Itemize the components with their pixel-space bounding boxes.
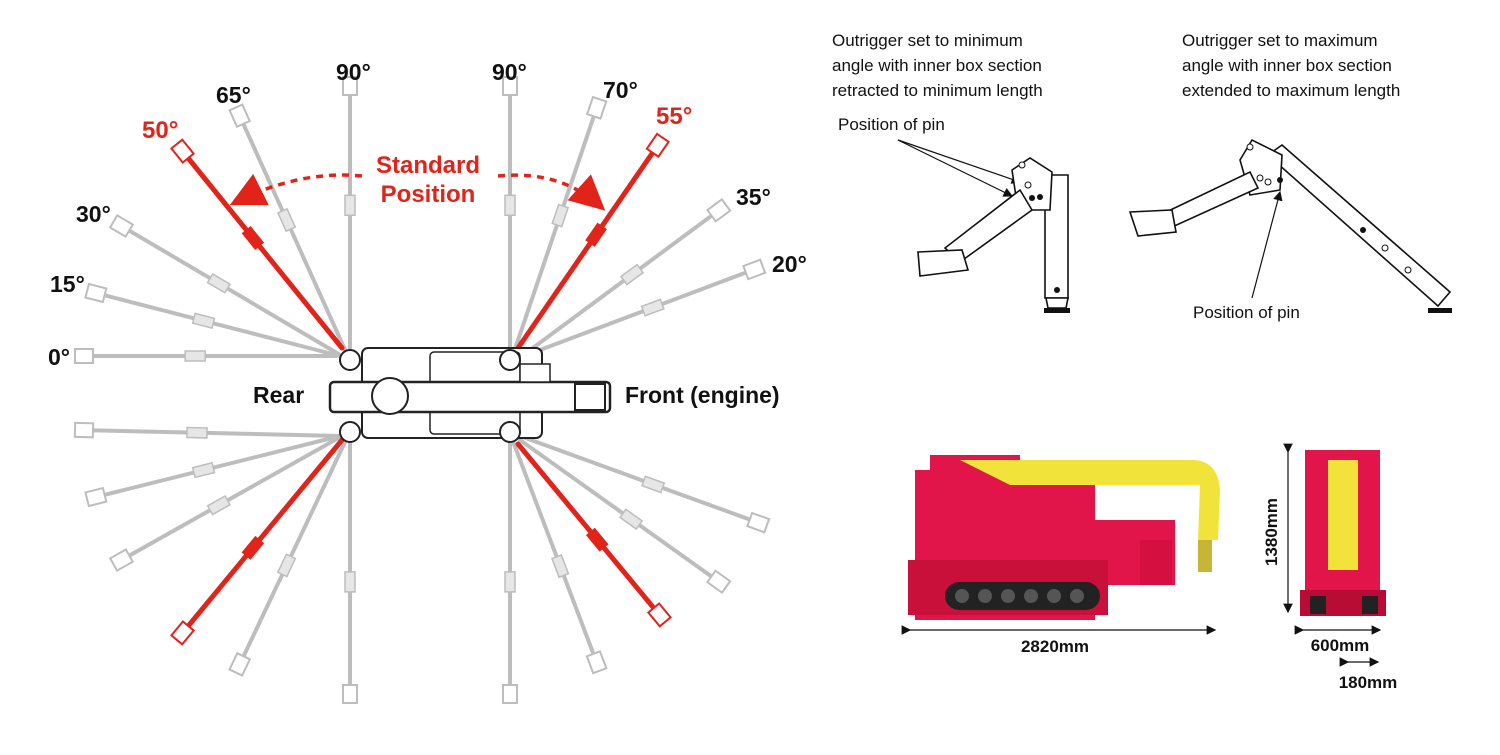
outrigger-pad	[645, 132, 670, 159]
outrigger-arm-standard	[177, 145, 345, 351]
angle-label-rear-30: 30°	[76, 201, 111, 227]
outrigger-pad	[705, 569, 732, 594]
outrigger-arm	[236, 438, 348, 670]
outrigger-pad	[170, 138, 196, 164]
standard-position-arrow	[497, 173, 606, 211]
outrigger-pad	[502, 684, 518, 704]
outrigger-cylinder	[504, 571, 516, 593]
outrigger-arm-standard	[177, 437, 345, 639]
outrigger-cylinder	[619, 263, 645, 286]
outrigger-cylinder	[585, 527, 609, 552]
angle-label-rear-0: 0°	[48, 344, 70, 370]
outrigger-min-diagram: Outrigger set to minimum angle with inne…	[832, 31, 1070, 313]
outrigger-pad	[74, 348, 94, 364]
angle-label-rear-65: 65°	[216, 82, 251, 108]
outrigger-pad	[170, 620, 196, 646]
outrigger-max-pin-label: Position of pin	[1193, 303, 1300, 322]
standard-position-arrow	[229, 173, 363, 206]
angle-label-front-90: 90°	[492, 59, 527, 85]
outrigger-cylinder	[585, 222, 607, 247]
angle-label-rear-50: 50°	[142, 117, 178, 144]
crane-side-view: 2820mm	[901, 455, 1220, 656]
outrigger-cylinder	[206, 495, 231, 516]
outrigger-pad	[342, 76, 358, 96]
outrigger-cylinder	[619, 508, 644, 531]
outrigger-cylinder	[344, 194, 356, 217]
outrigger-cylinder	[641, 475, 666, 494]
outrigger-arm	[520, 206, 724, 358]
outrigger-arm	[116, 434, 344, 564]
outrigger-pad	[705, 198, 732, 223]
standard-position-label-1: Standard	[376, 152, 480, 179]
outrigger-arm	[512, 102, 600, 354]
outrigger-arm	[236, 110, 348, 354]
outrigger-min-pin-label: Position of pin	[838, 115, 945, 134]
outrigger-cylinder	[191, 312, 216, 330]
outrigger-cylinder	[206, 272, 231, 294]
outrigger-max-caption-3: extended to maximum length	[1182, 81, 1400, 100]
outrigger-pad	[646, 602, 672, 628]
outrigger-max-caption-1: Outrigger set to maximum	[1182, 31, 1378, 50]
angle-label-rear-15: 15°	[50, 271, 85, 297]
outrigger-arm	[518, 434, 764, 526]
outrigger-pad	[73, 421, 95, 439]
outrigger-arm-standard	[515, 441, 665, 621]
angle-label-front-70: 70°	[603, 77, 638, 103]
front-label: Front (engine)	[625, 382, 780, 408]
outrigger-pad	[108, 214, 135, 238]
outrigger-pad	[746, 511, 771, 534]
outrigger-max-diagram: Outrigger set to maximum angle with inne…	[1128, 31, 1452, 322]
outrigger-pad	[84, 486, 108, 508]
outrigger-cylinder	[184, 350, 206, 362]
angle-label-front-35: 35°	[736, 184, 771, 210]
outrigger-pad	[108, 548, 135, 572]
angle-label-front-55: 55°	[656, 103, 692, 130]
outrigger-pad	[228, 103, 252, 129]
rear-label: Rear	[253, 382, 304, 408]
outrigger-pad	[228, 651, 252, 677]
height-dimension: 1380mm	[1262, 498, 1281, 566]
outrigger-arm-standard	[515, 139, 663, 351]
length-dimension: 2820mm	[1021, 637, 1089, 656]
outrigger-cylinder	[276, 553, 297, 578]
outrigger-arm	[90, 434, 342, 500]
outrigger-position-diagram: Standard Position Rear Front (engine) 90…	[48, 59, 807, 704]
outrigger-cylinder	[551, 203, 570, 228]
outrigger-cylinder	[551, 554, 570, 579]
outrigger-cylinder	[191, 461, 216, 479]
outrigger-arm	[116, 222, 344, 358]
outrigger-min-caption-2: angle with inner box section	[832, 56, 1042, 75]
outrigger-pad	[502, 76, 518, 96]
outrigger-pad	[585, 95, 608, 120]
outrigger-cylinder	[504, 194, 516, 217]
outrigger-max-caption-2: angle with inner box section	[1182, 56, 1392, 75]
outrigger-cylinder	[241, 535, 265, 560]
outrigger-cylinder	[276, 207, 297, 233]
angle-label-rear-90: 90°	[336, 59, 371, 85]
outrigger-cylinder	[241, 226, 265, 250]
outrigger-cylinder	[640, 298, 665, 317]
outrigger-arms	[73, 76, 771, 704]
angle-label-front-20: 20°	[772, 251, 807, 277]
outrigger-cylinder	[344, 571, 356, 593]
track-width-dimension: 180mm	[1339, 673, 1398, 692]
outrigger-cylinder	[186, 426, 208, 439]
outrigger-arm	[512, 442, 600, 668]
outrigger-min-caption-1: Outrigger set to minimum	[832, 31, 1023, 50]
outrigger-pad	[742, 258, 767, 281]
outrigger-pad	[585, 650, 608, 675]
crane-front-view: 1380mm 600mm 180mm	[1262, 443, 1398, 692]
width-dimension: 600mm	[1311, 636, 1370, 655]
crane-body-top-view	[328, 347, 612, 443]
outrigger-min-caption-3: retracted to minimum length	[832, 81, 1043, 100]
outrigger-arm	[522, 266, 760, 358]
outrigger-arm	[518, 438, 724, 586]
outrigger-arm	[78, 428, 342, 438]
outrigger-arm	[90, 290, 342, 358]
standard-position-label-2: Position	[381, 181, 476, 208]
outrigger-pad	[342, 684, 358, 704]
outrigger-pad	[84, 282, 108, 304]
